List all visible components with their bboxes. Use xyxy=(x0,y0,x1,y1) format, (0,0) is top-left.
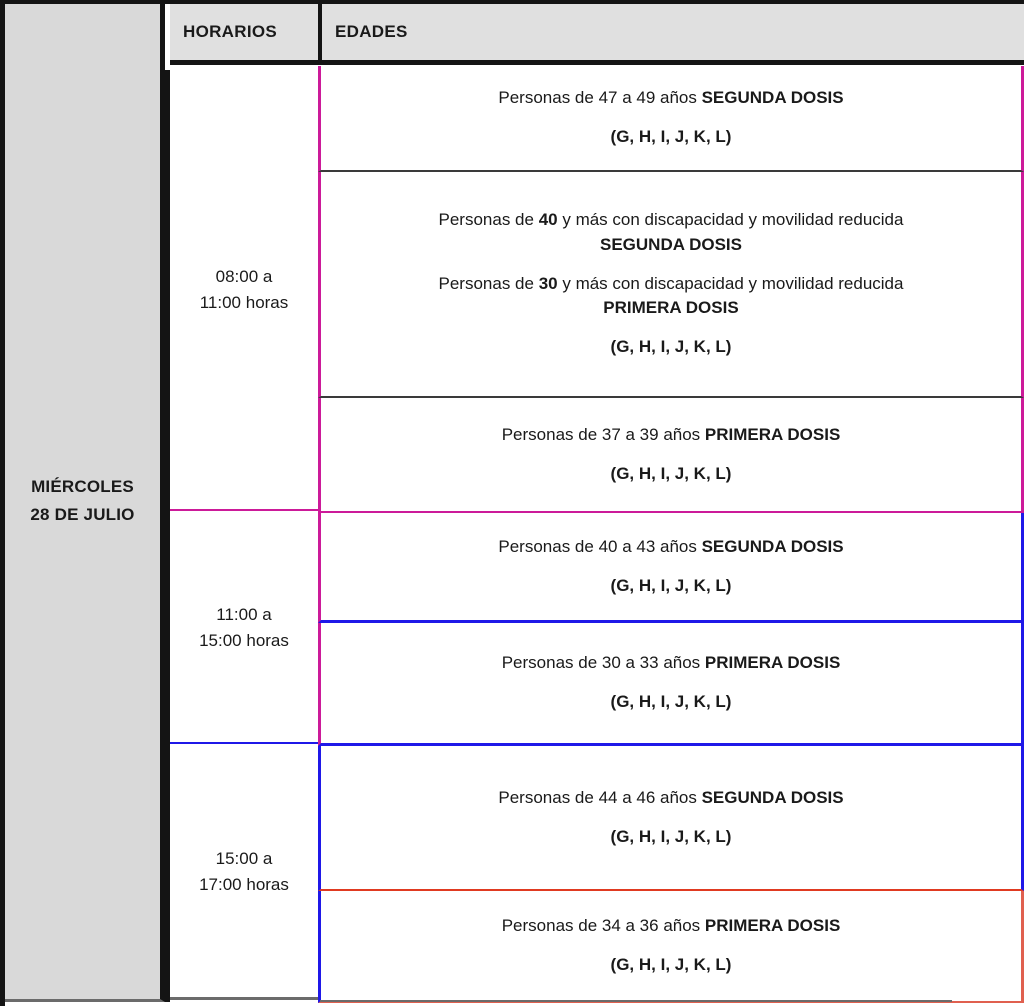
age-block-4-line1-dose: SEGUNDA DOSIS xyxy=(701,536,844,556)
age-block-5-group: (G, H, I, J, K, L) xyxy=(610,692,732,711)
age-block-2-line1-pre: Personas de xyxy=(438,210,539,230)
age-block-2-line3-pre: Personas de xyxy=(438,273,539,293)
age-block-5-line1-plain: Personas de 30 a 33 años xyxy=(501,653,705,673)
age-block-6-line1: Personas de 44 a 46 años SEGUNDA DOSIS xyxy=(498,786,843,811)
age-block-6-group: (G, H, I, J, K, L) xyxy=(610,826,732,846)
table-left-border xyxy=(0,0,5,1006)
age-block-4-line1: Personas de 40 a 43 años SEGUNDA DOSIS xyxy=(498,535,843,560)
time-cell-row1: 08:00 a 11:00 horas xyxy=(170,70,318,511)
age-block-1-group: (G, H, I, J, K, L) xyxy=(610,127,732,146)
time-cell-row2: 11:00 a 15:00 horas xyxy=(170,513,318,744)
age-block-2-line3: Personas de 30 y más con discapacidad y … xyxy=(439,272,904,297)
age-block-30-33-primera: Personas de 30 a 33 años PRIMERA DOSIS (… xyxy=(318,623,1024,746)
table-top-border xyxy=(0,0,1024,4)
age-block-3-line1: Personas de 37 a 39 años PRIMERA DOSIS xyxy=(502,423,841,448)
age-block-3-group: (G, H, I, J, K, L) xyxy=(610,463,732,483)
column-header-horarios: HORARIOS xyxy=(170,4,322,65)
table-bottom-border xyxy=(320,1000,952,1002)
time-row2-line1: 11:00 a xyxy=(216,605,272,624)
day-label-line2: 28 DE JULIO xyxy=(30,505,135,524)
time-row2-line2: 15:00 horas xyxy=(199,630,289,650)
time-row1-line2: 11:00 horas xyxy=(199,292,289,312)
age-block-1-line1-plain: Personas de 47 a 49 años xyxy=(498,88,702,108)
column-header-horarios-label: HORARIOS xyxy=(183,22,278,41)
age-block-7-group: (G, H, I, J, K, L) xyxy=(610,955,732,974)
age-block-47-49-segunda: Personas de 47 a 49 años SEGUNDA DOSIS (… xyxy=(318,66,1024,172)
age-block-2-line1-post: y más con discapacidad y movilidad reduc… xyxy=(557,210,904,230)
column-header-edades-label: EDADES xyxy=(335,22,408,41)
time-row1-line1: 08:00 a xyxy=(215,267,273,286)
age-block-5-line1-dose: PRIMERA DOSIS xyxy=(704,653,841,673)
time-cell-row3: 15:00 a 17:00 horas xyxy=(170,746,318,1000)
age-block-6-line1-dose: SEGUNDA DOSIS xyxy=(701,787,844,807)
age-block-2-line3-age: 30 xyxy=(538,273,558,293)
age-block-5-line1: Personas de 30 a 33 años PRIMERA DOSIS xyxy=(502,651,841,676)
column-header-edades: EDADES xyxy=(322,4,1024,65)
age-block-3-line1-dose: PRIMERA DOSIS xyxy=(704,424,841,444)
age-block-discapacidad: Personas de 40 y más con discapacidad y … xyxy=(318,172,1024,398)
age-block-3-line1-plain: Personas de 37 a 39 años xyxy=(501,424,705,444)
age-block-2-line3-post: y más con discapacidad y movilidad reduc… xyxy=(557,273,904,293)
age-block-2-group: (G, H, I, J, K, L) xyxy=(610,336,732,356)
age-block-34-36-primera: Personas de 34 a 36 años PRIMERA DOSIS (… xyxy=(318,891,1024,1003)
day-label-line1: MIÉRCOLES xyxy=(31,477,134,497)
age-block-1-line1: Personas de 47 a 49 años SEGUNDA DOSIS xyxy=(498,86,843,111)
age-block-44-46-segunda: Personas de 44 a 46 años SEGUNDA DOSIS (… xyxy=(318,746,1024,891)
time-row3-line1: 15:00 a xyxy=(215,849,273,868)
age-block-7-line1-plain: Personas de 34 a 36 años xyxy=(501,916,705,936)
time-column-left-border xyxy=(165,70,170,1002)
age-block-2-line1-age: 40 xyxy=(538,210,558,230)
age-block-4-group: (G, H, I, J, K, L) xyxy=(610,575,732,595)
day-column-cell: MIÉRCOLES 28 DE JULIO xyxy=(5,4,165,1002)
age-block-6-line1-plain: Personas de 44 a 46 años xyxy=(498,787,702,807)
age-block-37-39-primera: Personas de 37 a 39 años PRIMERA DOSIS (… xyxy=(318,398,1024,513)
age-block-7-line1-dose: PRIMERA DOSIS xyxy=(704,916,841,936)
age-block-7-line1: Personas de 34 a 36 años PRIMERA DOSIS xyxy=(502,914,841,939)
age-block-2-line1: Personas de 40 y más con discapacidad y … xyxy=(439,208,904,233)
age-block-4-line1-plain: Personas de 40 a 43 años xyxy=(498,536,702,556)
age-block-40-43-segunda: Personas de 40 a 43 años SEGUNDA DOSIS (… xyxy=(318,513,1024,623)
age-block-2-line2-dose: SEGUNDA DOSIS xyxy=(599,235,742,255)
time-row3-line2: 17:00 horas xyxy=(199,874,289,894)
age-block-1-line1-dose: SEGUNDA DOSIS xyxy=(701,88,844,108)
age-block-2-line4-dose: PRIMERA DOSIS xyxy=(603,298,739,318)
